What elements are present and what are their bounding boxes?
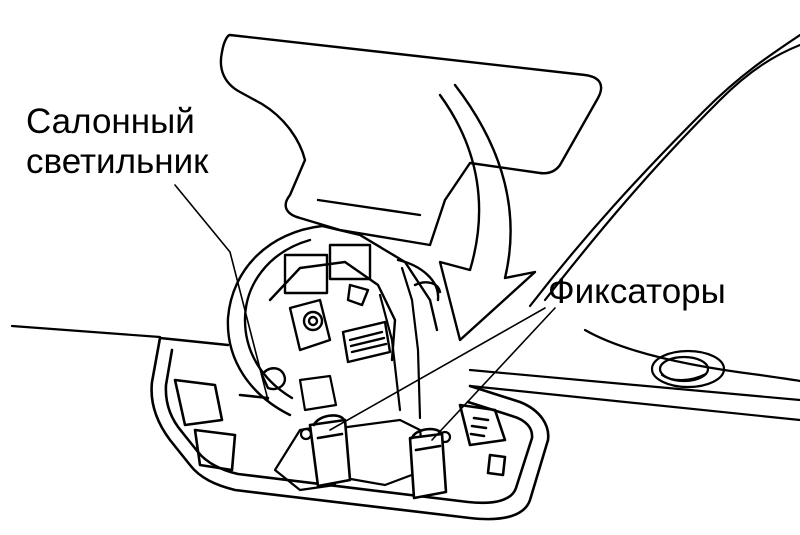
lamp-lens-cover xyxy=(219,33,603,247)
clips-label: Фиксаторы xyxy=(548,272,726,311)
interior-lamp-label-line2: светильник xyxy=(26,142,209,181)
roof-lining xyxy=(10,33,800,422)
lamp-base-plate xyxy=(150,336,550,521)
interior-lamp-label: Салонный светильник xyxy=(26,102,208,182)
lamp-housing xyxy=(226,224,442,417)
roof-screw-hole xyxy=(650,349,726,389)
interior-lamp-label-line1: Салонный xyxy=(26,102,195,141)
retaining-clip-right xyxy=(408,427,448,500)
leader-lines xyxy=(174,184,556,441)
motion-arrow xyxy=(438,83,537,342)
retaining-clip-left xyxy=(308,414,352,488)
